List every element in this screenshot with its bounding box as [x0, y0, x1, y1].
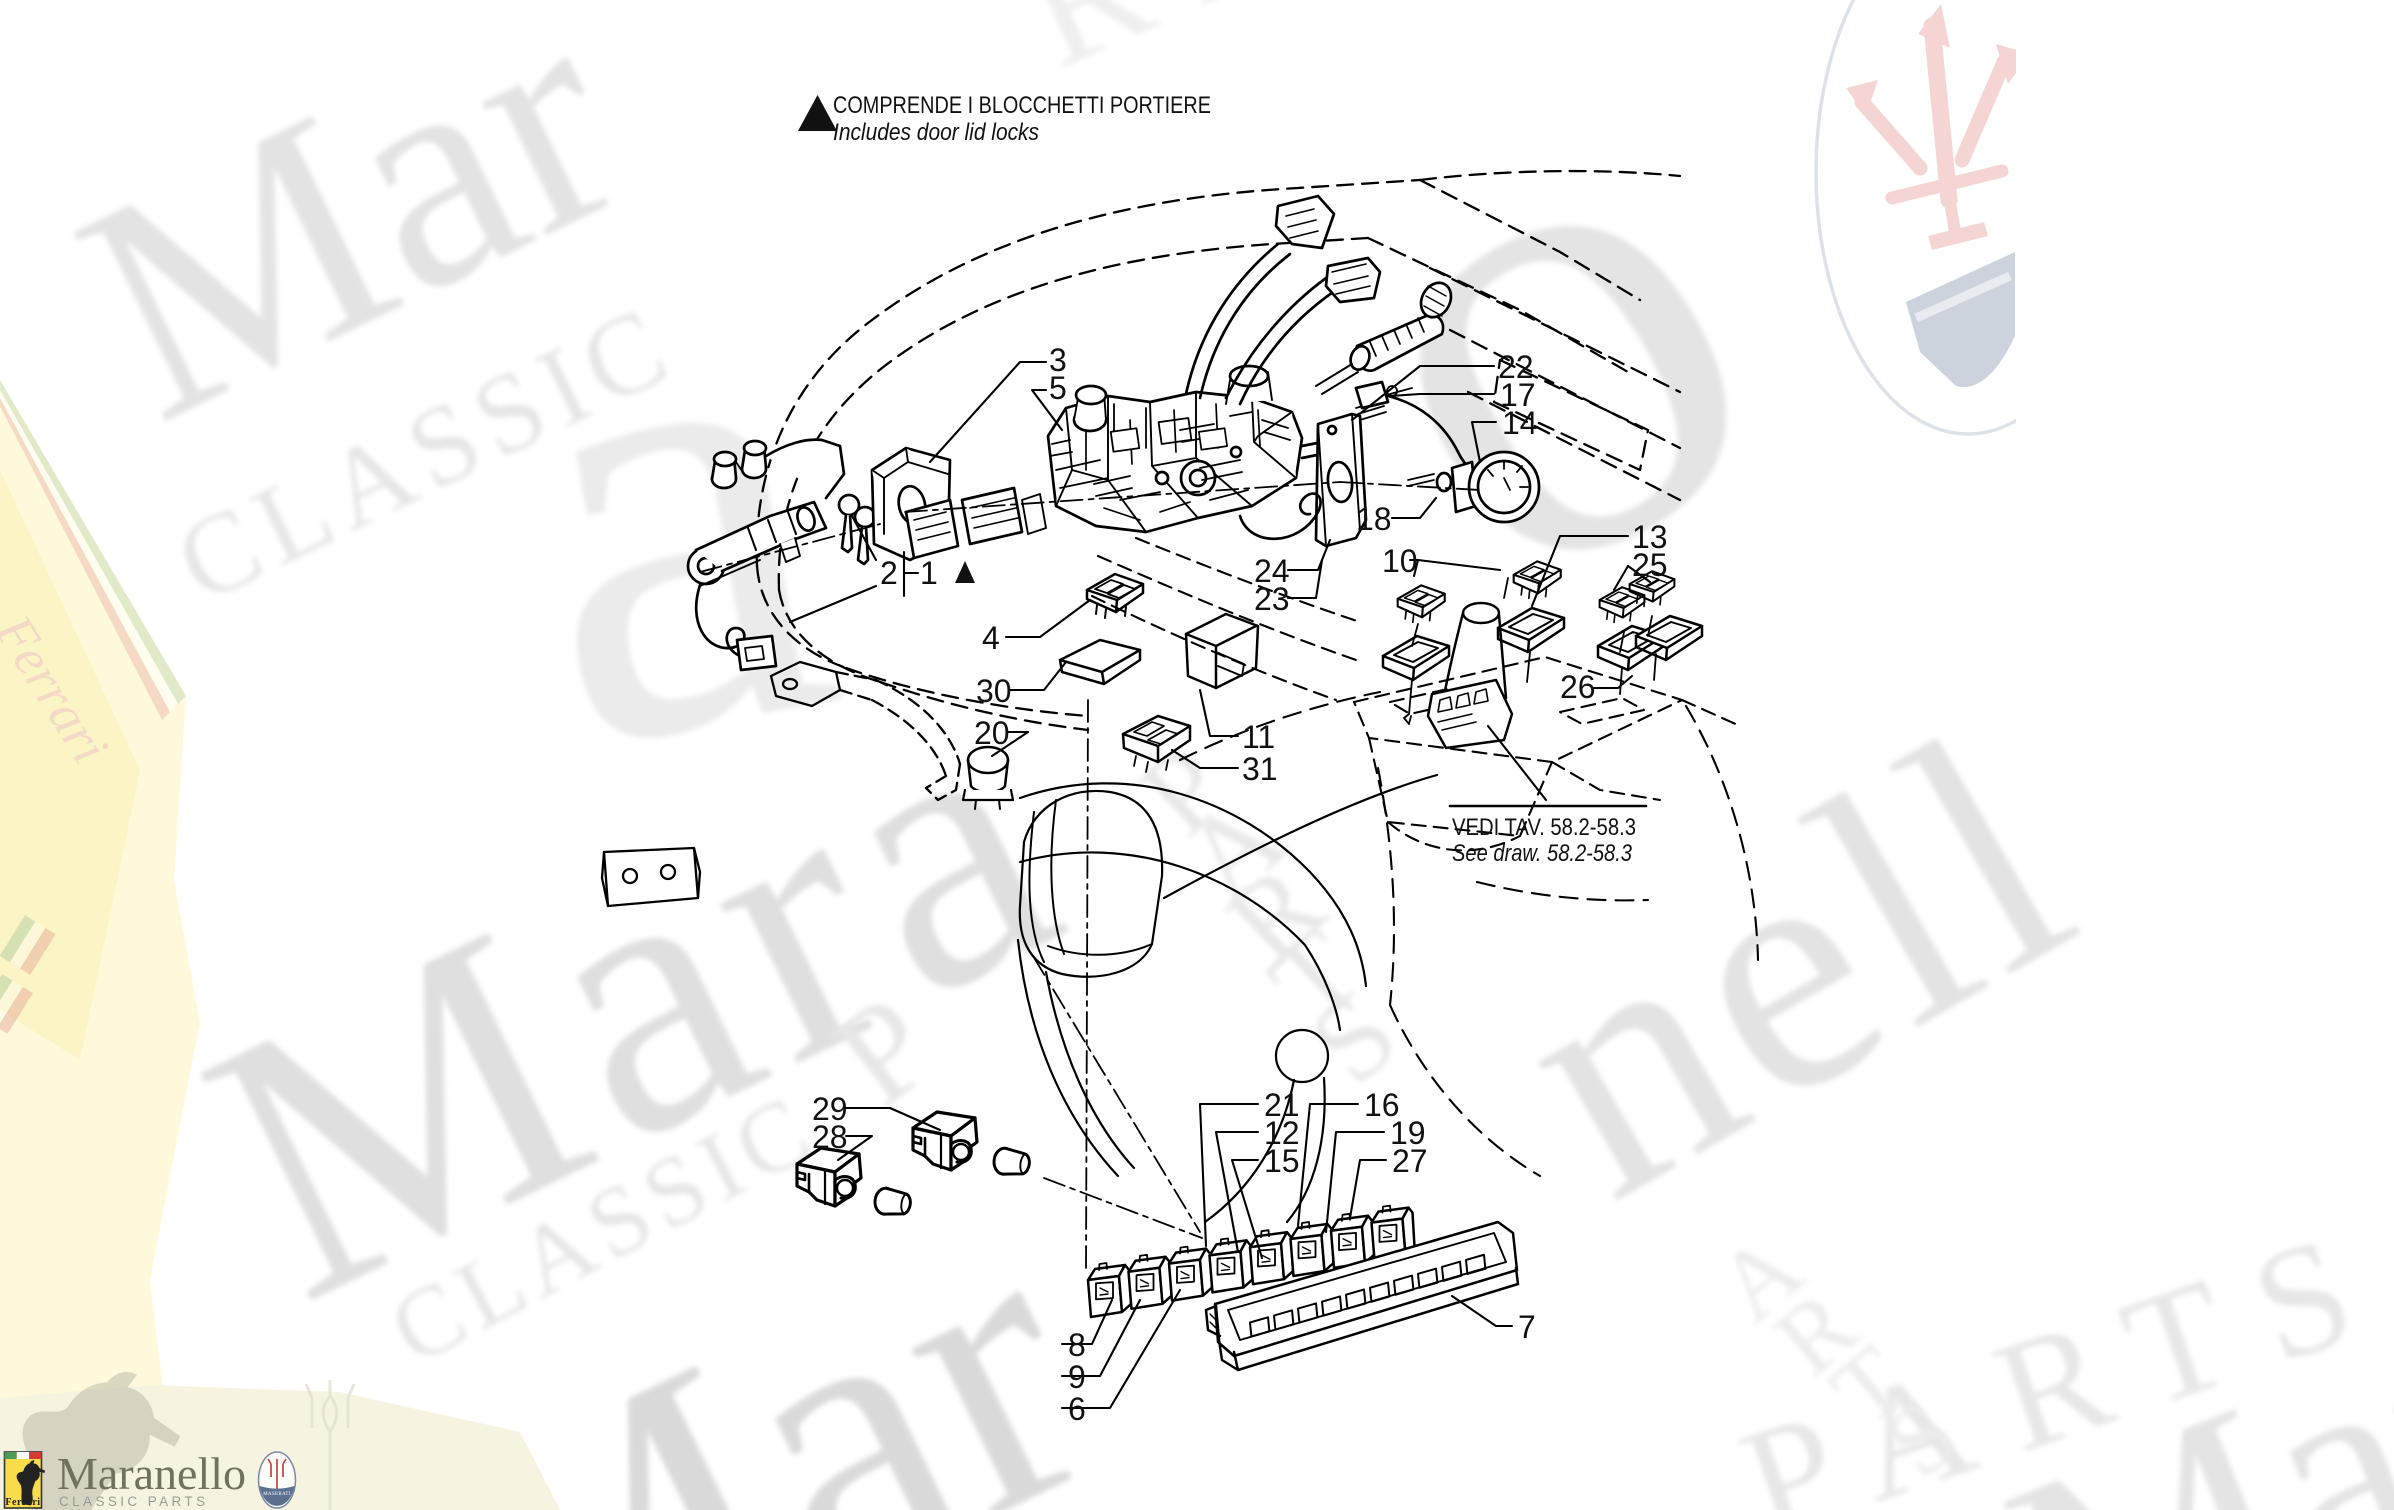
- svg-text:10: 10: [1382, 543, 1418, 579]
- svg-text:18: 18: [1356, 501, 1392, 537]
- svg-text:5: 5: [1049, 370, 1067, 406]
- svg-text:14: 14: [1502, 405, 1538, 441]
- svg-text:20: 20: [974, 715, 1010, 751]
- svg-text:See draw. 58.2-58.3: See draw. 58.2-58.3: [1452, 840, 1633, 867]
- svg-text:Maranello: Maranello: [57, 1448, 246, 1499]
- svg-text:COMPRENDE I BLOCCHETTI PORTIER: COMPRENDE I BLOCCHETTI PORTIERE: [833, 92, 1211, 119]
- svg-text:15: 15: [1264, 1143, 1300, 1179]
- svg-text:3: 3: [1049, 342, 1067, 378]
- svg-text:19: 19: [1390, 1115, 1426, 1151]
- svg-text:12: 12: [1264, 1115, 1300, 1151]
- svg-text:CLASSIC PARTS: CLASSIC PARTS: [59, 1494, 208, 1509]
- svg-text:22: 22: [1498, 349, 1534, 385]
- svg-text:7: 7: [1518, 1309, 1536, 1345]
- svg-text:11: 11: [1242, 719, 1275, 755]
- svg-text:13: 13: [1632, 519, 1668, 555]
- svg-text:28: 28: [812, 1119, 848, 1155]
- svg-text:MASERATI: MASERATI: [263, 1492, 290, 1497]
- svg-text:29: 29: [812, 1091, 848, 1127]
- svg-text:25: 25: [1632, 547, 1668, 583]
- svg-text:23: 23: [1254, 581, 1290, 617]
- svg-text:4: 4: [982, 620, 1000, 656]
- svg-text:1: 1: [920, 555, 938, 591]
- svg-text:Includes door lid locks: Includes door lid locks: [833, 119, 1039, 146]
- svg-text:27: 27: [1392, 1143, 1428, 1179]
- svg-text:2: 2: [880, 555, 898, 591]
- svg-text:Ferrari: Ferrari: [5, 1497, 40, 1508]
- svg-text:6: 6: [1068, 1391, 1086, 1427]
- svg-text:21: 21: [1264, 1087, 1300, 1123]
- svg-text:24: 24: [1254, 553, 1290, 589]
- svg-text:VEDI TAV. 58.2-58.3: VEDI TAV. 58.2-58.3: [1452, 814, 1636, 841]
- svg-text:8: 8: [1068, 1327, 1086, 1363]
- svg-text:31: 31: [1242, 751, 1278, 787]
- svg-text:9: 9: [1068, 1359, 1086, 1395]
- svg-text:26: 26: [1560, 669, 1596, 705]
- svg-text:30: 30: [976, 673, 1012, 709]
- svg-text:16: 16: [1364, 1087, 1400, 1123]
- svg-text:17: 17: [1500, 377, 1536, 413]
